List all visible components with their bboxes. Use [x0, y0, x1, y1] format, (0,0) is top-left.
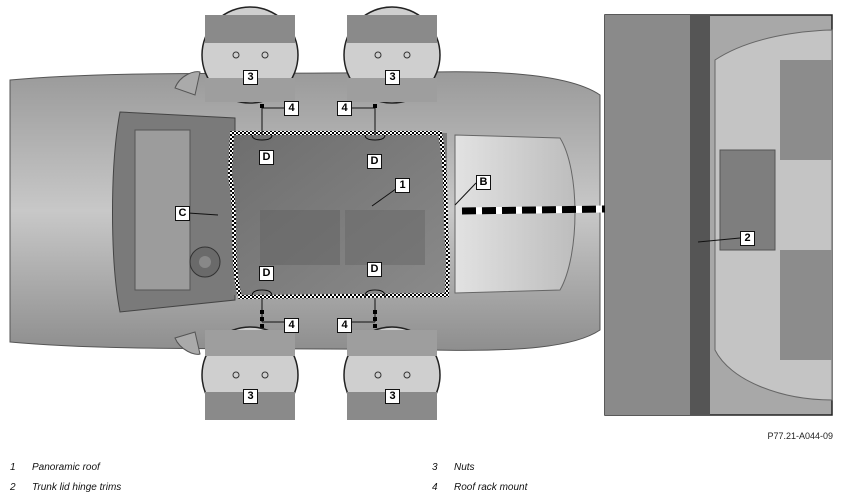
magnifier-top-right — [343, 6, 441, 104]
legend-number: 2 — [10, 482, 16, 493]
magnifier-top-left — [201, 6, 299, 104]
callout-4-top-left: 4 — [284, 101, 299, 116]
legend-number: 4 — [432, 482, 438, 493]
callout-d-bottom-right: D — [367, 262, 382, 277]
roof-outline — [227, 131, 451, 300]
callout-2: 2 — [740, 231, 755, 246]
legend-number: 3 — [432, 462, 438, 473]
callout-4-bottom-right: 4 — [337, 318, 352, 333]
car-roof-diagram — [9, 6, 833, 420]
legend-label: Trunk lid hinge trims — [32, 482, 122, 493]
callout-3-bottom-right: 3 — [385, 389, 400, 404]
legend-label: Roof rack mount — [454, 482, 528, 493]
figure-code: P77.21-A044-09 — [767, 431, 833, 441]
callout-d-bottom-left: D — [259, 266, 274, 281]
magnifier-bottom-left — [201, 326, 299, 420]
legend-label: Nuts — [454, 462, 475, 473]
callout-d-top-right: D — [367, 154, 382, 169]
callout-d-top-left: D — [259, 150, 274, 165]
car-body — [9, 71, 601, 355]
callout-3-top-left: 3 — [243, 70, 258, 85]
callout-1: 1 — [395, 178, 410, 193]
callout-b: B — [476, 175, 491, 190]
callout-4-top-right: 4 — [337, 101, 352, 116]
inset-pointer — [461, 205, 606, 215]
magnifier-bottom-right — [343, 326, 441, 420]
callout-4-bottom-left: 4 — [284, 318, 299, 333]
callout-c: C — [175, 206, 190, 221]
legend-number: 1 — [10, 462, 16, 473]
detail-inset — [604, 14, 833, 416]
legend-label: Panoramic roof — [32, 462, 100, 473]
callout-3-bottom-left: 3 — [243, 389, 258, 404]
callout-3-top-right: 3 — [385, 70, 400, 85]
